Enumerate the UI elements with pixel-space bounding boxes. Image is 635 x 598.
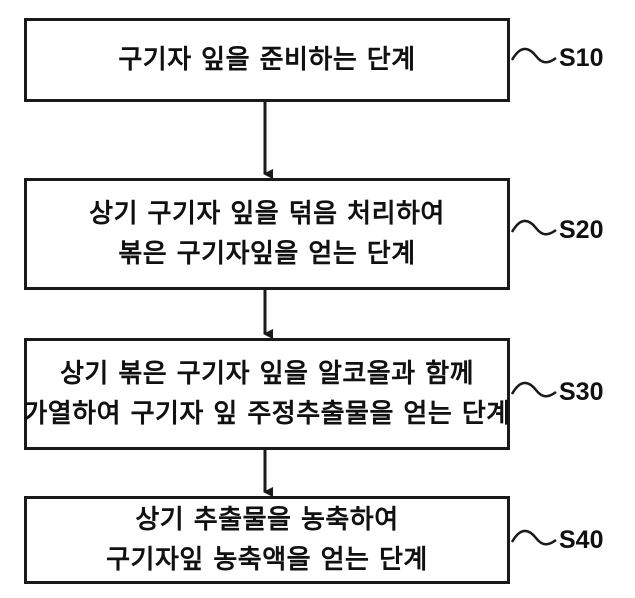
leader-s40 <box>510 529 557 546</box>
step-s20-line-2: 볶은 구기자잎을 얻는 단계 <box>118 239 416 269</box>
step-label-s20: S20 <box>559 216 604 244</box>
step-s10-line-1: 구기자 잎을 준비하는 단계 <box>118 45 416 75</box>
step-label-s10: S10 <box>559 44 604 72</box>
step-box-s10: 구기자 잎을 준비하는 단계 <box>24 18 510 102</box>
step-label-s40: S40 <box>559 526 604 554</box>
step-box-s40: 상기 추출물을 농축하여 구기자잎 농축액을 얻는 단계 <box>24 496 510 584</box>
leader-s10 <box>510 47 557 64</box>
step-s20-line-1: 상기 구기자 잎을 덖음 처리하여 <box>89 199 445 229</box>
step-s40-line-2: 구기자잎 농축액을 얻는 단계 <box>106 545 428 575</box>
step-s40-line-1: 상기 추출물을 농축하여 <box>135 505 399 535</box>
step-label-s30: S30 <box>559 378 604 406</box>
leader-s20 <box>510 219 557 236</box>
step-box-s30: 상기 볶은 구기자 잎을 알코올과 함께 가열하여 구기자 잎 주정추출물을 얻… <box>23 338 511 450</box>
step-s30-line-1: 상기 볶은 구기자 잎을 알코올과 함께 <box>59 359 475 389</box>
step-box-s20: 상기 구기자 잎을 덖음 처리하여 볶은 구기자잎을 얻는 단계 <box>24 178 510 290</box>
leader-s30 <box>510 381 557 398</box>
step-s30-line-2: 가열하여 구기자 잎 주정추출물을 얻는 단계 <box>23 399 511 429</box>
